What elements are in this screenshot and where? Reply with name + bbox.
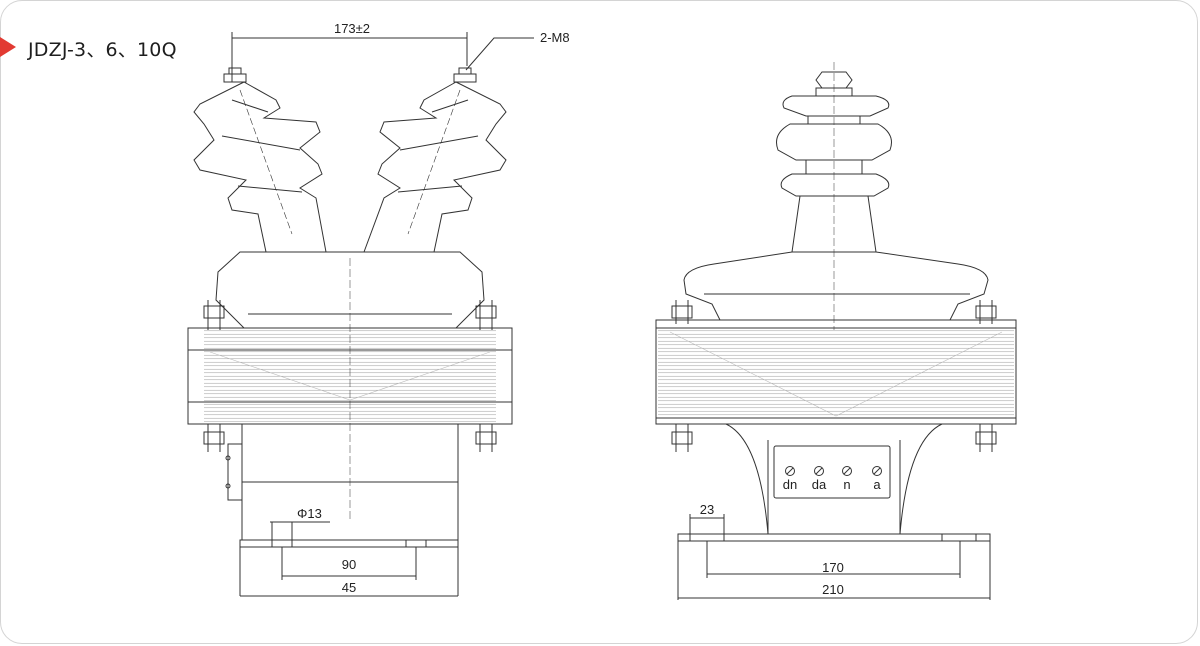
side-base-plate (677, 533, 991, 542)
front-dim-hole (270, 521, 330, 540)
terminal-label-da: da (812, 477, 827, 492)
front-base-plate (239, 539, 459, 548)
front-dim-outer-label: 45 (342, 580, 356, 595)
product-title: JDZJ-3、6、10Q (28, 39, 177, 61)
side-upper-housing (683, 251, 989, 321)
section-marker-icon (0, 37, 16, 57)
front-dim-top-label: 173±2 (334, 21, 370, 36)
side-view (655, 62, 1017, 600)
front-bolt-leader (465, 37, 534, 71)
side-lower-body (725, 423, 943, 535)
side-dim-offset-label: 23 (700, 502, 714, 517)
terminal-label-n: n (843, 477, 850, 492)
side-dim-offset (689, 514, 725, 534)
side-dim-bottom (677, 541, 991, 600)
front-dim-bottom (239, 547, 459, 597)
front-view (187, 32, 534, 597)
side-dim-outer-label: 210 (822, 582, 844, 597)
side-terminal-box (773, 445, 891, 499)
front-dim-inner-label: 90 (342, 557, 356, 572)
front-dim-top (231, 32, 468, 82)
terminal-label-dn: dn (783, 477, 797, 492)
front-dim-hole-label: Φ13 (297, 506, 322, 521)
side-dim-inner-label: 170 (822, 560, 844, 575)
front-lower-body (225, 423, 459, 541)
front-bolts (203, 300, 497, 452)
front-right-insulator (363, 67, 507, 253)
terminal-label-a: a (873, 477, 881, 492)
side-core-block (655, 319, 1017, 425)
front-dim-bolt-label: 2-M8 (540, 30, 570, 45)
side-bushing (776, 62, 892, 330)
front-left-insulator (193, 67, 327, 253)
